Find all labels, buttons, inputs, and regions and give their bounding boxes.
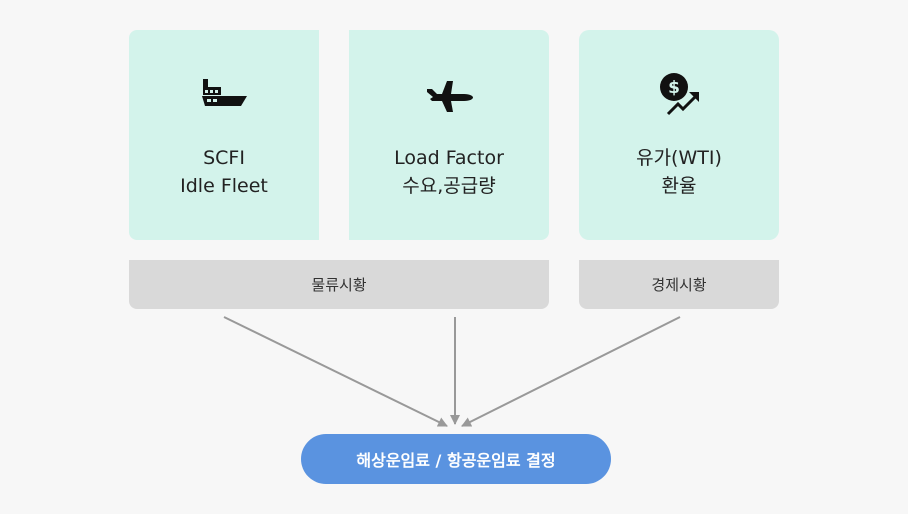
ship-card-text: SCFI Idle Fleet	[129, 144, 319, 200]
card-line-load-factor: Load Factor	[394, 147, 504, 169]
card-line-scfi: SCFI	[203, 147, 245, 169]
card-line-oil-price: 유가(WTI)	[636, 147, 722, 169]
card-line-supply-demand: 수요,공급량	[402, 175, 496, 197]
plane-card: Load Factor 수요,공급량	[349, 30, 549, 240]
oil-fx-card: $ 유가(WTI) 환율	[579, 30, 779, 240]
arrow-right	[461, 316, 681, 427]
card-line-idle-fleet: Idle Fleet	[180, 175, 268, 197]
oil-card-text: 유가(WTI) 환율	[579, 144, 779, 200]
logistics-market-bar: 물류시황	[129, 260, 549, 309]
ship-card: SCFI Idle Fleet	[129, 30, 319, 240]
economy-market-bar: 경제시황	[579, 260, 779, 309]
arrow-left	[223, 316, 448, 427]
airplane-icon	[427, 81, 473, 112]
card-line-exchange-rate: 환율	[661, 175, 697, 197]
dollar-coin-trend-up-icon: $	[660, 73, 699, 117]
svg-text:$: $	[668, 78, 680, 98]
freight-rate-decision-pill: 해상운임료 / 항공운임료 결정	[301, 434, 611, 484]
plane-card-text: Load Factor 수요,공급량	[349, 144, 549, 200]
ship-icon	[202, 79, 247, 106]
